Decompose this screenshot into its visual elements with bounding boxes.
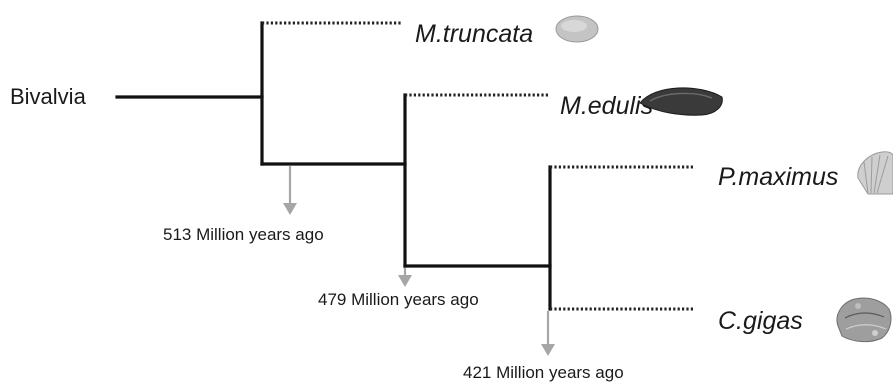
divergence-arrow-node-1 bbox=[283, 166, 297, 215]
divergence-label-421: 421 Million years ago bbox=[463, 363, 624, 382]
taxon-label-c-gigas: C.gigas bbox=[718, 307, 803, 335]
divergence-arrow-node-2 bbox=[398, 268, 412, 287]
divergence-arrow-node-3 bbox=[541, 311, 555, 356]
mussel-shell-icon bbox=[639, 87, 723, 116]
razor-clam-shell-icon bbox=[555, 15, 599, 43]
divergence-label-479: 479 Million years ago bbox=[318, 290, 479, 309]
taxon-label-m-truncata: M.truncata bbox=[415, 20, 533, 48]
root-label: Bivalvia bbox=[10, 84, 87, 109]
taxon-label-m-edulis: M.edulis bbox=[560, 92, 653, 120]
taxon-label-p-maximus: P.maximus bbox=[718, 163, 838, 191]
divergence-label-513: 513 Million years ago bbox=[163, 225, 324, 244]
scallop-shell-icon bbox=[857, 151, 893, 195]
oyster-shell-icon bbox=[836, 297, 892, 343]
